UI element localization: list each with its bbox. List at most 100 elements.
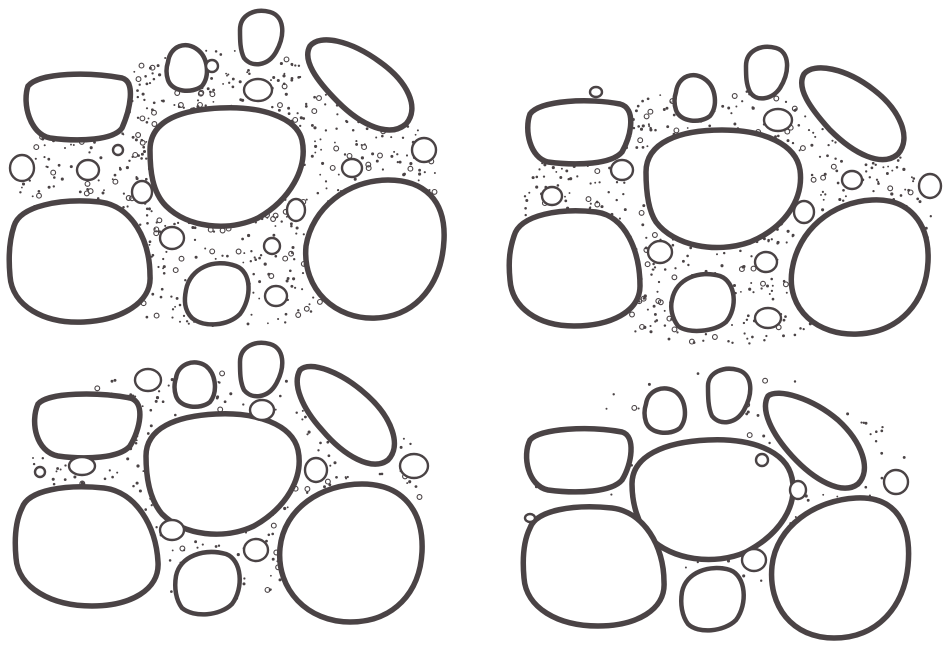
fine-grain [792,234,795,237]
pebble [611,160,633,180]
large-stone [306,180,444,318]
fine-grain [293,118,298,123]
fine-grain [250,314,252,316]
fine-grain [274,225,276,227]
fine-grain [290,79,293,82]
fine-grain [314,140,316,142]
fine-grain [151,293,154,296]
fine-grain [799,327,802,330]
fine-grain [589,182,591,184]
fine-grain [400,446,403,449]
fine-grain [595,169,600,174]
fine-grain [95,386,100,391]
fine-grain [842,189,845,192]
fine-grain [403,438,405,440]
pebble [542,187,562,205]
fine-grain [831,164,836,169]
fine-grain [104,477,107,480]
fine-grain [111,380,114,383]
fine-grain [335,476,338,479]
fine-grain [116,472,118,474]
fine-grain [320,149,322,151]
fine-grain [666,125,669,128]
fine-grain [247,234,250,237]
fine-grain [225,73,227,75]
fine-grain [649,325,651,327]
fine-grain [326,187,328,189]
fine-grain [278,103,283,108]
fine-grain [85,182,90,187]
fine-grain [877,181,879,183]
fine-grain [258,257,261,260]
fine-grain [204,248,206,250]
fine-grain [267,322,269,324]
fine-grain [640,128,643,131]
fine-grain [121,132,124,135]
fine-grain [899,156,901,158]
fine-grain [767,240,769,242]
fine-grain [61,178,64,181]
medium-stone [185,263,249,324]
fine-grain [287,506,289,508]
fine-grain [393,151,395,153]
fine-grain [296,226,299,229]
fine-grain [751,336,754,339]
fine-grain [239,80,242,83]
fine-grain [109,469,111,471]
fine-grain [169,559,172,562]
fine-grain [51,170,56,175]
fine-grain [194,239,196,241]
fine-grain [219,53,222,56]
fine-grain [165,251,167,253]
fine-grain [750,255,752,257]
fine-grain [303,233,305,235]
fine-grain [913,177,916,180]
fine-grain [835,170,838,173]
fine-grain [260,254,262,256]
fine-grain [226,255,229,258]
fine-grain [308,431,311,434]
fine-grain [285,313,288,316]
fine-grain [787,230,790,233]
fine-grain [882,166,884,168]
fine-grain [891,170,893,172]
fine-grain [366,127,369,130]
fine-grain [163,272,166,275]
fine-grain [713,335,718,340]
fine-grain [162,400,165,403]
fine-grain [869,176,871,178]
fine-grain [112,178,114,180]
fine-grain [98,179,100,181]
panel-top-left [9,11,444,325]
fine-grain [415,134,417,136]
fine-grain [672,244,675,247]
fine-grain [224,400,227,403]
medium-stone [675,75,715,121]
fine-grain [266,217,268,219]
fine-grain [559,176,562,179]
fine-grain [902,168,905,171]
fine-grain [865,170,867,172]
fine-grain [338,174,340,176]
fine-grain [142,93,145,96]
fine-grain [308,303,310,305]
fine-grain [693,341,696,344]
fine-grain [792,142,794,144]
fine-grain [162,258,164,260]
fine-grain [282,74,285,77]
fine-grain [154,228,156,230]
fine-grain [794,334,797,337]
fine-grain [290,63,293,66]
fine-grain [664,324,666,326]
fine-grain [777,135,780,138]
panel-bottom-right [523,369,908,638]
fine-grain [186,320,188,322]
fine-grain [48,186,51,189]
fine-grain [783,280,786,283]
fine-grain [149,244,151,246]
pebble [206,60,218,72]
fine-grain [619,218,621,220]
fine-grain [177,222,179,224]
medium-stone [681,568,743,630]
fine-grain [649,128,652,131]
